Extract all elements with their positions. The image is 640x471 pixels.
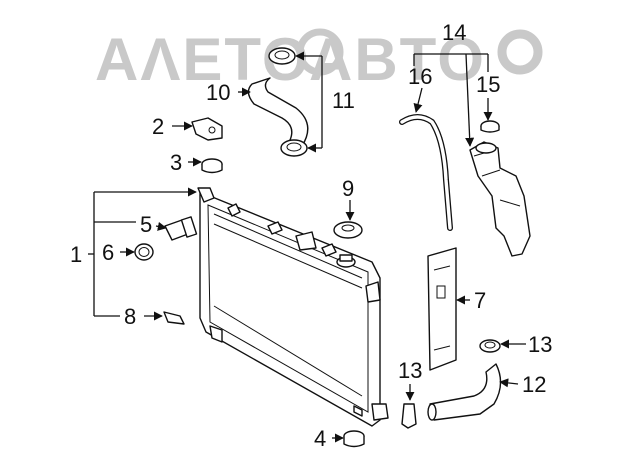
part-11-hose-clamp-bottom (280, 139, 308, 157)
part-15-reservoir-cap (480, 120, 500, 133)
callout-labels: 1 2 3 4 5 6 7 8 9 10 11 12 13 13 14 15 1… (70, 20, 552, 451)
part-9-radiator-cap (333, 221, 363, 239)
callout-13-lower: 13 (398, 358, 422, 383)
watermark-logo: ΑΛΕΤΟΑΒΤΟ (95, 26, 543, 93)
part-13-clamp-lower (401, 403, 417, 429)
callout-4: 4 (314, 426, 326, 451)
part-11-hose-clamp-top (268, 47, 296, 65)
part-8-clip (163, 311, 185, 325)
callout-6: 6 (102, 240, 114, 265)
callout-13-upper: 13 (528, 332, 552, 357)
callout-5: 5 (140, 212, 152, 237)
part-6-o-ring (134, 243, 154, 261)
part-16-overflow-hose (399, 114, 453, 231)
callout-11: 11 (332, 88, 355, 113)
callout-2: 2 (152, 114, 164, 139)
part-7-air-guide (427, 247, 457, 371)
callout-3: 3 (170, 150, 182, 175)
part-4-grommet (343, 430, 365, 448)
callout-10: 10 (206, 80, 230, 105)
watermark-gear-icon (497, 29, 543, 75)
callout-1: 1 (70, 242, 82, 267)
callout-9: 9 (342, 176, 354, 201)
leader-lines (88, 51, 526, 443)
part-2-bracket (191, 117, 223, 141)
part-14-reservoir-tank (469, 141, 531, 257)
part-13-clamp-upper (479, 339, 501, 353)
radiator (197, 187, 389, 427)
callout-8: 8 (124, 304, 136, 329)
part-5-drain-plug (164, 216, 198, 241)
part-3-grommet (201, 158, 223, 174)
callout-12: 12 (522, 372, 546, 397)
callout-16: 16 (408, 64, 432, 89)
callout-7: 7 (474, 288, 486, 313)
callout-15: 15 (476, 72, 500, 97)
callout-14: 14 (442, 20, 466, 45)
part-12-lower-hose (427, 363, 502, 421)
